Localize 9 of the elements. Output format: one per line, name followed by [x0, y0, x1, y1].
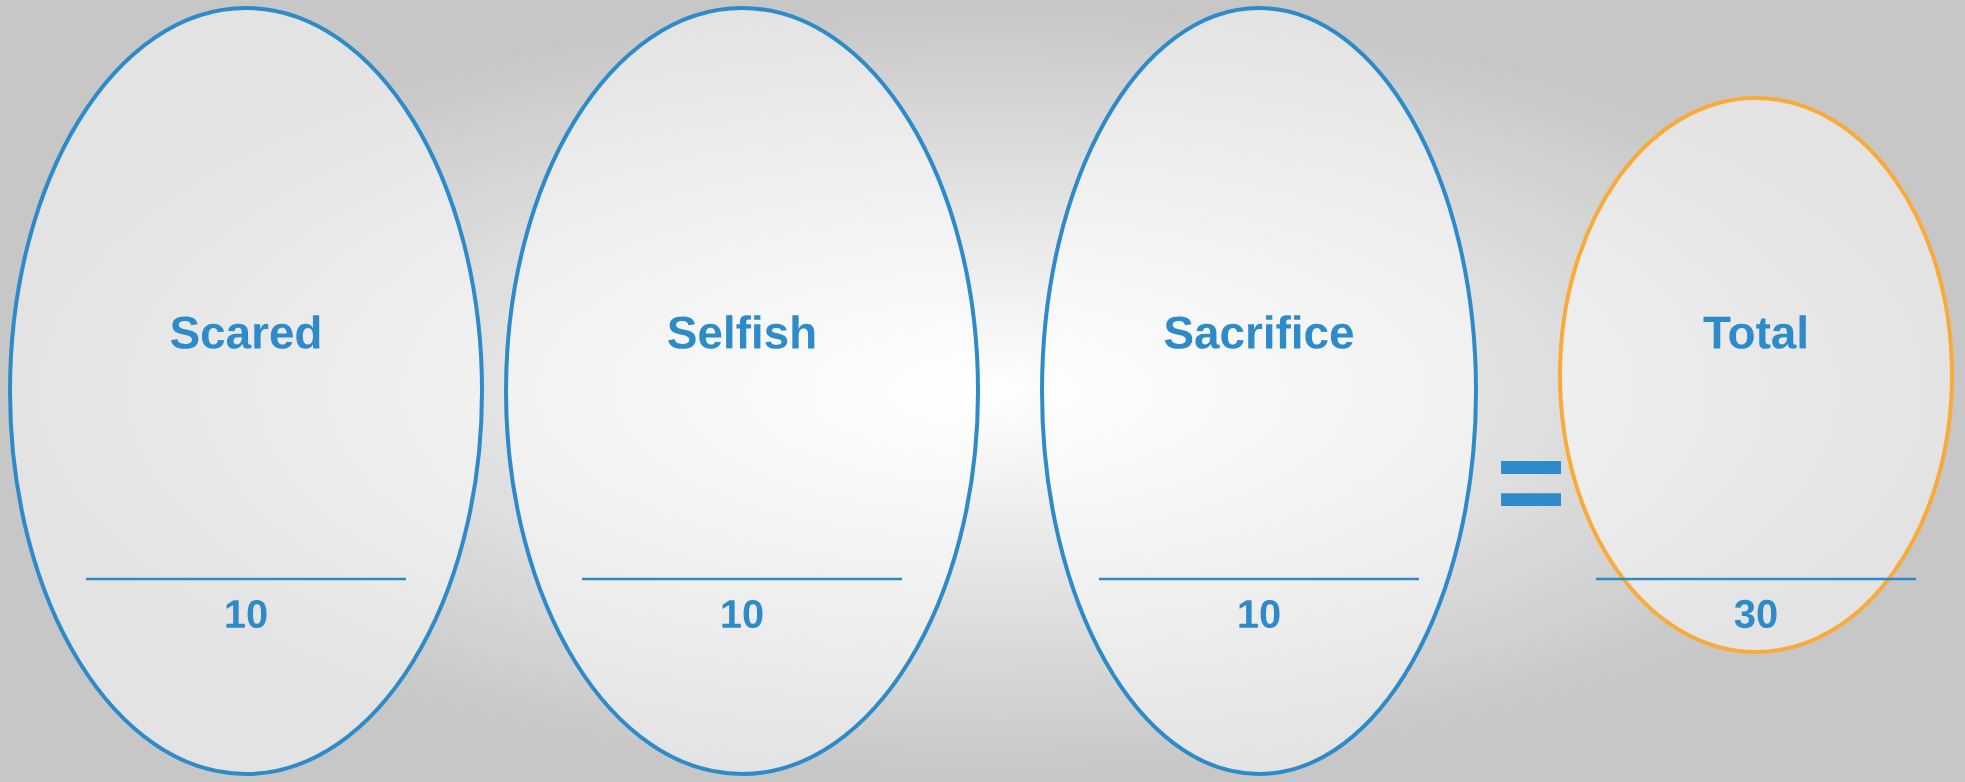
number: 10 — [722, 599, 763, 629]
word: Total — [1703, 315, 1806, 349]
word: Sacrifice — [1164, 315, 1353, 349]
word: Scared — [170, 315, 320, 349]
equals-sign: = — [1501, 460, 1561, 507]
word: Selfish — [668, 315, 815, 349]
number: 10 — [226, 599, 267, 629]
number: 10 — [1239, 599, 1280, 629]
number: 30 — [1734, 599, 1777, 629]
